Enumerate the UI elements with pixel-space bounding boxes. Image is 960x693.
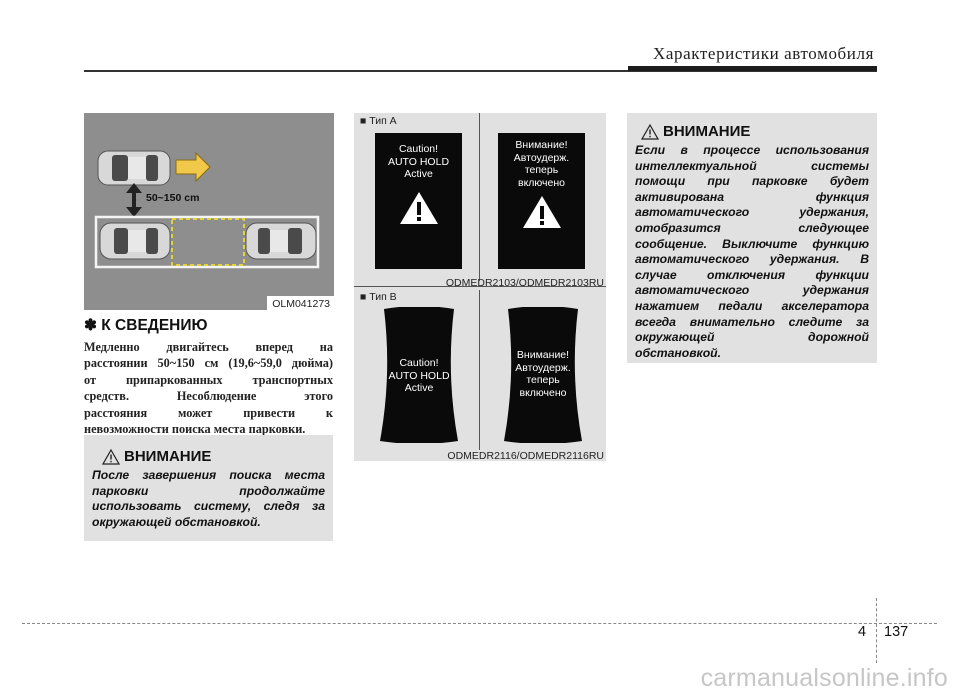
parking-illustration (94, 150, 320, 269)
header-rule-accent (628, 66, 877, 71)
lcd-type-b-en: Caution! AUTO HOLD Active (376, 357, 462, 395)
caution-line: автоматического удержания. В (635, 252, 869, 267)
caution-line: помощи при парковке будет (635, 174, 869, 189)
caution-line: окружающей дорожной (635, 330, 869, 345)
lcd-type-b-ru: Внимание! Автоудерж. теперь включено (500, 349, 586, 399)
caution-line: обстановкой. (635, 345, 722, 360)
header-rule (84, 70, 877, 72)
lcd-line: Caution! (399, 357, 439, 369)
lcd-line: Caution! (398, 143, 439, 155)
warning-icon (102, 448, 120, 465)
caution-text: После завершения поиска места парковки п… (92, 468, 325, 530)
caution-title: ВНИМАНИЕ (663, 123, 751, 140)
lcd-type-a-en: Caution! AUTO HOLD Active (375, 133, 462, 269)
caution-line: интеллектуальной системы (635, 158, 869, 173)
moving-car (97, 150, 171, 186)
caution-line: отобразится следующее (635, 220, 869, 235)
note-line: Медленно двигайтесь вперед на (84, 340, 333, 354)
display-panel: ■ Тип A Caution! AUTO HOLD Active Вниман… (354, 113, 606, 462)
lcd-line: AUTO HOLD (388, 369, 450, 382)
figure-code-a: ODMEDR2103/ODMEDR2103RU (445, 277, 604, 289)
parked-car-right (245, 222, 317, 260)
page-number: 137 (884, 624, 909, 640)
type-a-label: ■ Тип A (360, 115, 397, 127)
lcd-line: включено (519, 386, 567, 399)
lcd-line: Active (404, 382, 434, 394)
caution-box-right: ВНИМАНИЕ Если в процессе использования и… (627, 113, 877, 363)
figure-code-b: ODMEDR2116/ODMEDR2116RU (447, 450, 604, 462)
footer-rule (22, 623, 937, 624)
lcd-line: Внимание! (515, 139, 568, 151)
caution-line: нажатием педали акселератора (635, 298, 869, 313)
note-line: невозможности поиска места парковки. (84, 422, 306, 437)
watermark: carmanualsonline.info (700, 664, 948, 692)
parking-frame (94, 215, 320, 269)
note-line: расстояния может привести к (84, 405, 333, 420)
lcd-line: включено (517, 176, 565, 189)
caution-line: окружающей обстановкой. (92, 514, 261, 529)
caution-line: парковки продолжайте (92, 483, 325, 498)
lcd-line: Автоудерж. (515, 361, 571, 374)
caution-box-left: ВНИМАНИЕ После завершения поиска места п… (84, 435, 333, 541)
divider (479, 113, 480, 281)
caution-line: активирована функция (635, 189, 869, 204)
note-line: расстоянии 50~150 см (19,6~59,0 дюйма) (84, 356, 333, 371)
section-title: ✽ К СВЕДЕНИЮ (84, 317, 208, 334)
caution-line: автоматического удержания, (635, 205, 869, 220)
caution-text: Если в процессе использования интеллекту… (635, 143, 869, 361)
caution-line: использовать систему, следя за (92, 499, 325, 514)
lcd-type-b-en-shape (380, 307, 458, 443)
target-space (171, 218, 245, 266)
warning-icon (641, 123, 659, 140)
footer-divider (876, 598, 877, 663)
divider (479, 290, 480, 450)
chapter-number: 4 (858, 624, 867, 640)
caution-line: всегда внимательно следите за (635, 314, 869, 329)
caution-line: автоматического удержания (635, 283, 869, 298)
caution-title: ВНИМАНИЕ (124, 448, 212, 465)
figure-code: OLM041273 (267, 296, 334, 310)
lcd-line: теперь (524, 164, 559, 176)
caution-line: Если в процессе использования (635, 143, 869, 157)
note-text: Медленно двигайтесь вперед на расстоянии… (84, 339, 333, 437)
lcd-line: теперь (526, 374, 560, 386)
parking-diagram: 50~150 cm OLM041273 (84, 113, 334, 310)
warning-icon (522, 196, 561, 228)
warning-icon (399, 191, 438, 224)
lcd-line: Внимание! (516, 349, 570, 361)
distance-label: 50~150 cm (146, 192, 200, 204)
caution-line: После завершения поиска места (92, 468, 325, 482)
lcd-type-b-ru-shape (504, 307, 582, 443)
lcd-line: Автоудерж. (513, 151, 570, 164)
distance-arrow (126, 183, 142, 217)
note-line: средств. Несоблюдение этого (84, 389, 333, 404)
parked-car-left (99, 222, 171, 260)
lcd-line: Active (404, 168, 433, 180)
running-header: Характеристики автомобиля (653, 44, 874, 63)
direction-arrow (175, 151, 211, 183)
lcd-line: AUTO HOLD (387, 155, 450, 168)
note-line: от припаркованных транспортных (84, 372, 333, 387)
divider (354, 286, 606, 287)
caution-line: сообщение. Выключите функцию (635, 236, 869, 251)
caution-line: случае отключения функции (635, 267, 869, 282)
type-b-label: ■ Тип B (360, 291, 397, 303)
lcd-type-a-ru: Внимание! Автоудерж. теперь включено (498, 133, 585, 269)
